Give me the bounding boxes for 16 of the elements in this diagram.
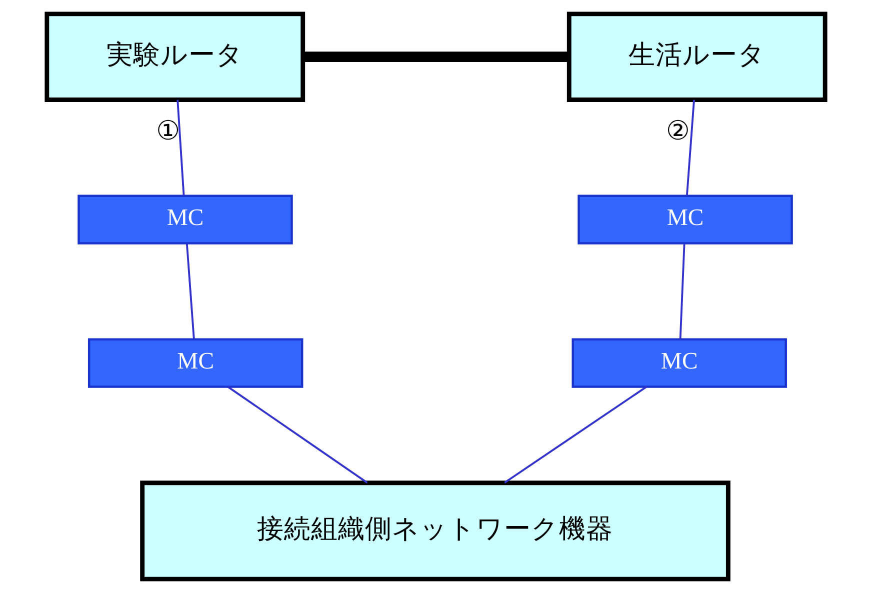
connector [227,386,368,484]
connector [302,52,569,62]
connector [176,100,185,196]
node-box: 実験ルータ [44,12,306,102]
node-box: MC [88,338,304,388]
edge-label: ② [666,115,690,146]
node-box: MC [572,338,787,388]
connector [186,244,195,340]
node-box: MC [78,194,293,244]
node-box: 接続組織側ネットワーク機器 [140,480,730,582]
connector [504,386,647,484]
edge-label: ① [156,115,180,146]
node-box: 生活ルータ [566,12,828,102]
connector [686,100,695,196]
connector [679,244,686,340]
node-box: MC [578,194,793,244]
